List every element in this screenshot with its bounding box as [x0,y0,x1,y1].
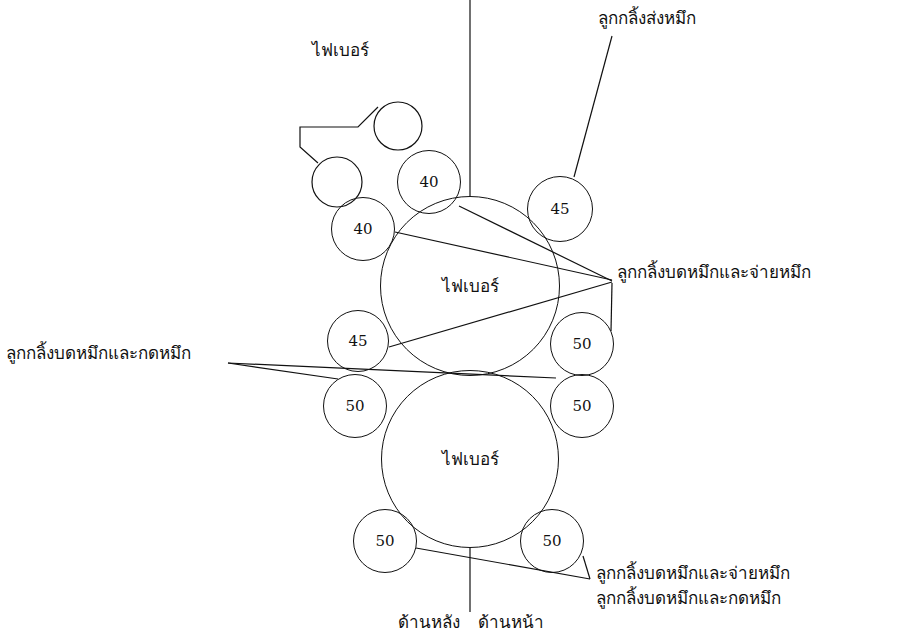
part-label: ไฟเบอร์ [312,40,369,60]
fiber-roller [312,157,362,207]
bracket [300,107,378,163]
leader-line [574,36,612,177]
roller-size: 50 [345,399,364,414]
leader-line [395,232,612,280]
ink-roller: 50 [550,374,614,438]
ink-roller: 40 [397,150,461,214]
ink-roller: 45 [327,310,389,372]
ink-roller: 50 [323,374,387,438]
part-label: ลูกกลิ้งบดหมึกและจ่ายหมึก [617,262,811,282]
part-label: ลูกกลิ้งบดหมึกและจ่ายหมึก [596,563,790,583]
ink-roller: 40 [331,197,395,261]
fiber-drum: ไฟเบอร์ [380,196,560,376]
part-label: ด้านหน้า [478,612,544,632]
leader-line [583,556,590,579]
roller-size: 45 [550,202,569,217]
fiber-drum: ไฟเบอร์ [381,370,559,548]
roller-size: 50 [375,534,394,549]
roller-size: 50 [542,534,561,549]
roller-size: 50 [572,337,591,352]
ink-roller: 45 [527,176,593,242]
leader-line [611,283,612,331]
fiber-roller [374,102,422,150]
leader-line [459,206,612,281]
part-label: ด้านหลัง [398,612,460,632]
roller-size: 50 [572,399,591,414]
center-line [469,0,470,196]
roller-size: 40 [419,175,438,190]
part-label: ลูกกลิ้งบดหมึกและกดหมึก [596,588,781,608]
ink-roller: 50 [353,509,417,573]
leader-line [228,363,556,378]
ink-roller: 50 [550,312,614,376]
roller-name: ไฟเบอร์ [442,451,499,468]
ink-roller: 50 [520,509,584,573]
roller-size: 45 [348,334,367,349]
part-label: ลูกกลิ้งส่งหมึก [598,8,696,28]
leader-line [416,548,590,579]
roller-name: ไฟเบอร์ [442,278,499,295]
roller-size: 40 [353,222,372,237]
part-label: ลูกกลิ้งบดหมึกและกดหมึก [6,343,191,363]
